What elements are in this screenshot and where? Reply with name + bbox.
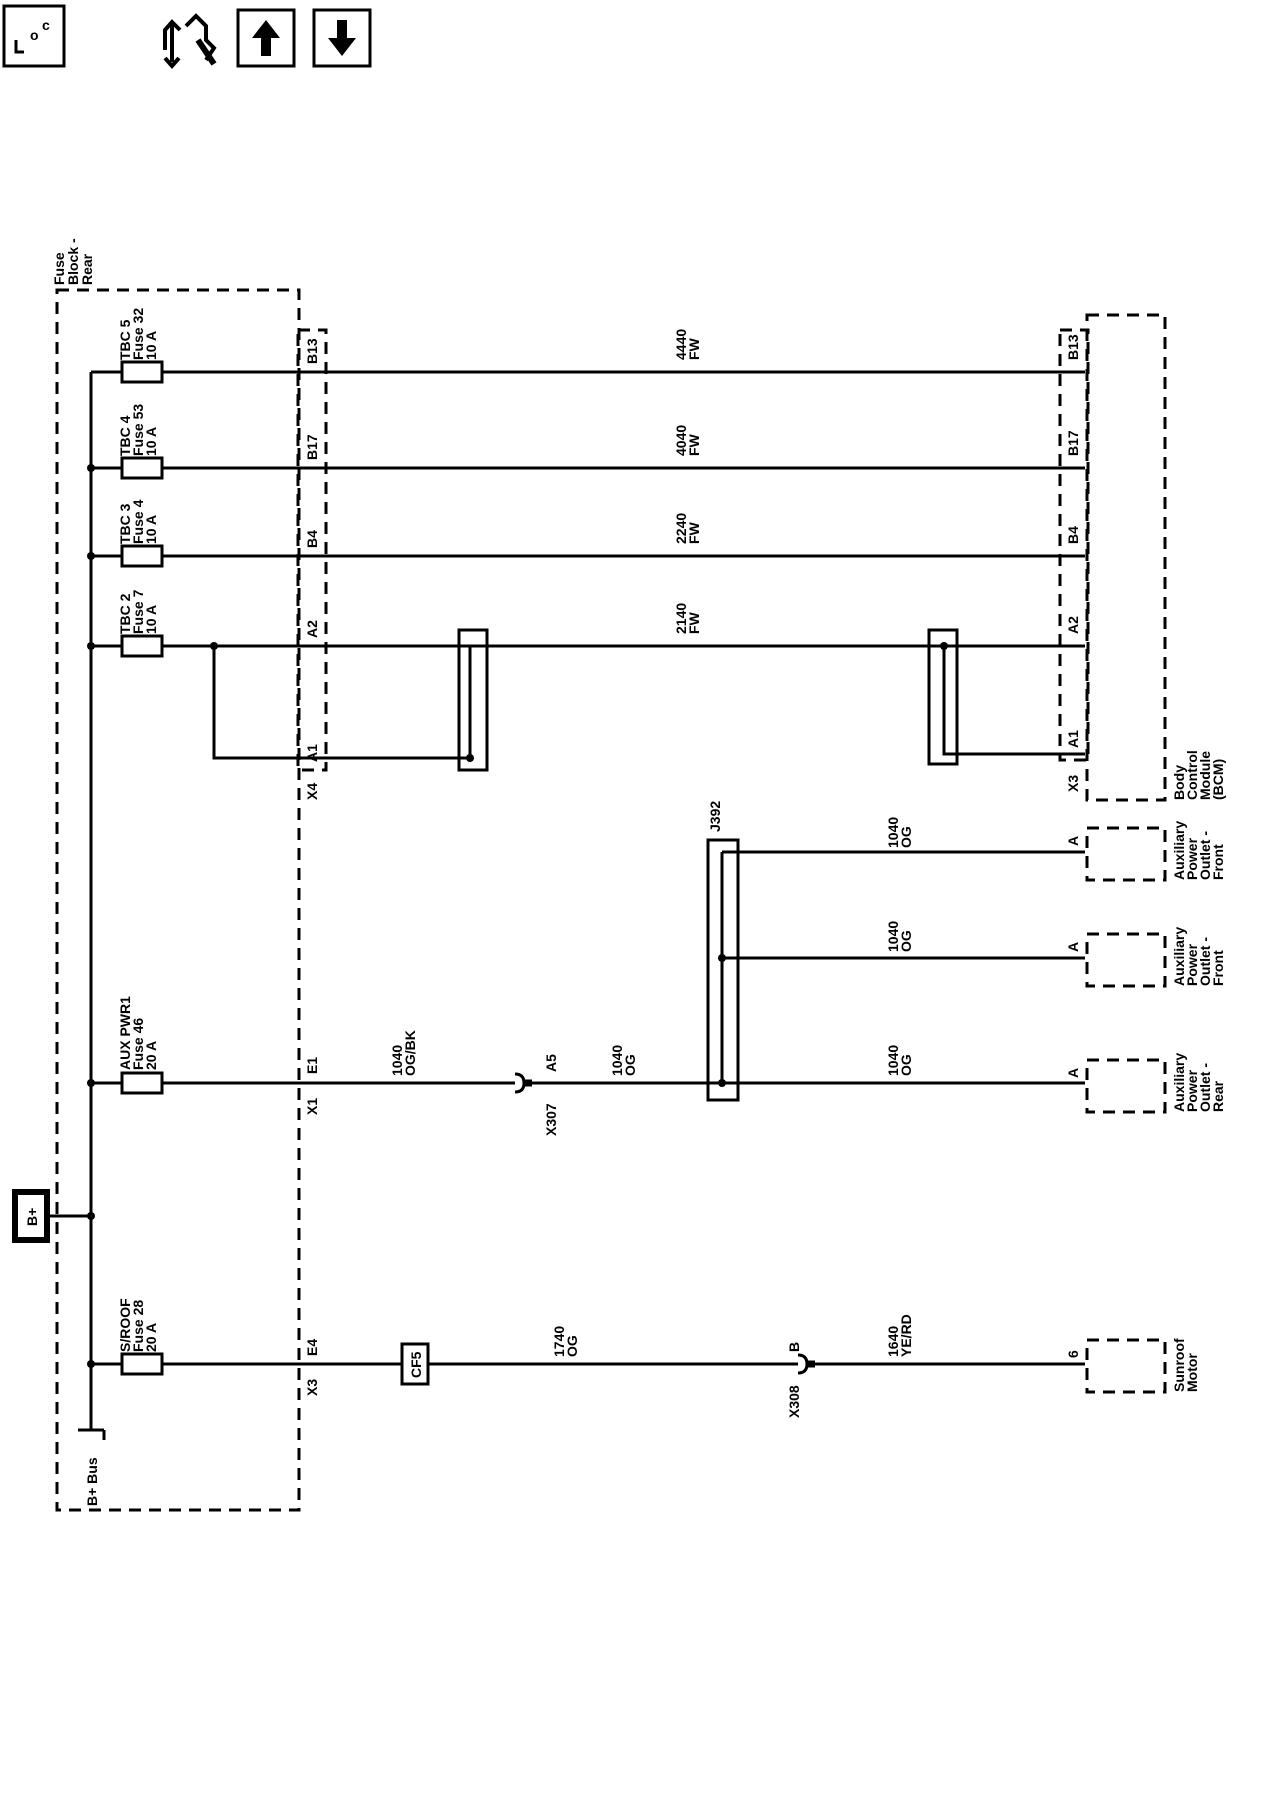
outlet-pin-0: A	[1065, 836, 1081, 846]
splice-j392-label: J392	[707, 801, 723, 832]
outlet-front-2-box	[1085, 932, 1167, 988]
fuse-pin-b4: B4	[304, 530, 320, 548]
fuse-pin-b13: B13	[304, 338, 320, 364]
b-plus-bus-label: B+ Bus	[84, 1457, 100, 1506]
outlet-rear-box	[1085, 1058, 1167, 1114]
fuse-28	[120, 1352, 164, 1376]
x308-pin-label: B	[786, 1342, 802, 1352]
fuse-4	[120, 544, 164, 568]
x308-connector-symbol	[797, 1353, 809, 1375]
x308-label: X308	[786, 1385, 802, 1418]
x307-pin-label: A5	[543, 1054, 559, 1072]
splice-pack-2	[927, 628, 959, 766]
circuit-2140-loop-a1	[212, 646, 472, 760]
wire-label-4440-0: 4440FW	[673, 329, 702, 360]
splice-j392	[706, 838, 740, 1102]
fuse-label-4: AUX PWR1Fuse 4620 A	[117, 996, 159, 1070]
fuse-label-2: TBC 3Fuse 410 A	[117, 499, 159, 544]
fuse-label-3: TBC 2Fuse 710 A	[117, 589, 159, 634]
outlet-pin-1: A	[1065, 942, 1081, 952]
fuse-pin-e1: E1	[304, 1057, 320, 1074]
bcm-pin-a1: A1	[1065, 730, 1081, 748]
outlet-pin-2: A	[1065, 1068, 1081, 1078]
circuit-2140-bcm-a1	[942, 646, 1085, 756]
fuse-pin-e4: E4	[304, 1339, 320, 1356]
wire-label-1040-6: 1040OG	[885, 1045, 914, 1076]
wire-label-4040-1: 4040FW	[673, 425, 702, 456]
sunroof-pin: 6	[1065, 1350, 1081, 1358]
bcm-boundary	[1085, 313, 1167, 802]
fuse-label-0: TBC 5Fuse 3210 A	[117, 308, 159, 360]
outlet-label-1: AuxiliaryPowerOutlet -Front	[1171, 927, 1226, 986]
fuse-46	[120, 1071, 164, 1095]
fuse-pin-a1: A1	[304, 744, 320, 762]
wire-label-1040-7: 1040OG	[885, 921, 914, 952]
bcm-connector-x3	[1058, 328, 1090, 762]
outlet-label-0: AuxiliaryPowerOutlet -Front	[1171, 821, 1226, 880]
fuse-label-5: S/ROOFFuse 2820 A	[117, 1298, 159, 1352]
fuse-block-connector-x4-label: X4	[304, 783, 320, 800]
x307-label: X307	[543, 1103, 559, 1136]
bcm-label: BodyControlModule(BCM)	[1171, 750, 1226, 800]
fuse-32	[120, 360, 164, 384]
fuse-block-connector-x1-label: X1	[304, 1098, 320, 1115]
fuse-7	[120, 634, 164, 658]
inline-connector-cf5	[400, 1342, 430, 1386]
x307-connector-symbol	[514, 1072, 526, 1094]
svg-text:o: o	[30, 27, 39, 43]
splice-dots	[87, 464, 948, 1368]
wire-label-2140-3: 2140FW	[673, 603, 702, 634]
wire-label-2240-2: 2240FW	[673, 513, 702, 544]
fuse-block-connector-x3-label: X3	[304, 1379, 320, 1396]
bcm-pin-b13: B13	[1065, 334, 1081, 360]
inline-connector-cf5-label: CF5	[408, 1351, 424, 1378]
b-plus-label: B+	[24, 1208, 40, 1226]
toolbar: o c	[2, 4, 372, 70]
svg-text:c: c	[42, 17, 50, 33]
fuse-pin-b17: B17	[304, 434, 320, 460]
fuse-53	[120, 456, 164, 480]
outlet-label-2: AuxiliaryPowerOutlet -Rear	[1171, 1053, 1226, 1112]
sunroof-motor-box	[1085, 1338, 1167, 1394]
bcm-pin-b4: B4	[1065, 526, 1081, 544]
wire-label-1040-8: 1040OG	[885, 817, 914, 848]
wire-label-1740-9: 1740OG	[551, 1326, 580, 1357]
fuse-pin-a2: A2	[304, 620, 320, 638]
page-down-icon[interactable]	[312, 8, 372, 68]
bcm-pin-a2: A2	[1065, 616, 1081, 634]
outlet-front-1-box	[1085, 826, 1167, 882]
fuse-block-label: FuseBlock -Rear	[51, 238, 95, 285]
splice-pack-1	[457, 628, 489, 772]
fuse-block-boundary	[55, 288, 301, 1512]
fuse-label-1: TBC 4Fuse 5310 A	[117, 404, 159, 456]
bcm-pin-b17: B17	[1065, 430, 1081, 456]
bcm-connector-label: X3	[1065, 775, 1081, 792]
component-locator-icon[interactable]	[163, 13, 217, 70]
wire-label-1040-5: 1040OG	[609, 1045, 638, 1076]
fuse-block-connector-x4	[296, 328, 328, 772]
wire-label-1040-4: 1040OG/BK	[389, 1030, 418, 1076]
wire-label-1640-10: 1640YE/RD	[885, 1314, 914, 1357]
sunroof-label: SunroofMotor	[1171, 1338, 1200, 1392]
page-up-icon[interactable]	[236, 8, 296, 68]
b-plus-source-box	[12, 1189, 50, 1243]
loc-icon[interactable]: o c	[2, 4, 66, 68]
